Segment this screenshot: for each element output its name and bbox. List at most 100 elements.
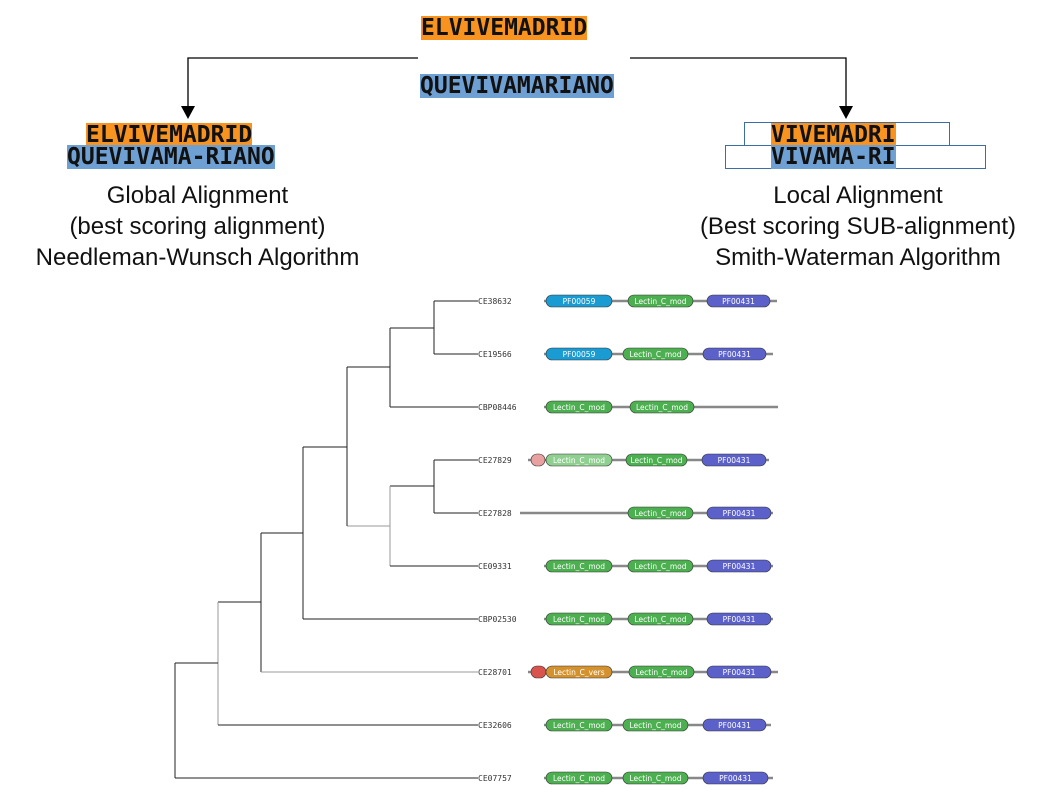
- tree-row: CE38632 PF00059 Lectin_C_mod PF00431: [478, 294, 777, 308]
- domain-label: Lectin_C_mod: [553, 403, 605, 412]
- global-aligned-sequence-b: QUEVIVAMA-RIANO: [67, 144, 275, 170]
- tree-row: CE09331 Lectin_C_mod Lectin_C_mod PF00431: [478, 559, 773, 573]
- domain-label: Lectin_C_mod: [553, 615, 605, 624]
- right-arrow-line: [630, 57, 847, 112]
- global-caption-algorithm: Needleman-Wunsch Algorithm: [35, 244, 360, 271]
- protein-domain: [622, 718, 689, 732]
- domain-label: Lectin_C_mod: [635, 297, 687, 306]
- tree-branches: [174, 300, 478, 779]
- sequence-id-label: CE28701: [478, 668, 512, 677]
- protein-domain: [545, 718, 613, 732]
- protein-domain: [629, 400, 695, 414]
- domain-label: PF00431: [722, 297, 755, 306]
- protein-domain: [545, 347, 613, 361]
- domain-label: Lectin_C_mod: [636, 403, 688, 412]
- global-alignment-caption: Global Alignment (best scoring alignment…: [0, 180, 395, 273]
- tree-row: CE07757 Lectin_C_mod Lectin_C_mod PF00431: [478, 771, 773, 785]
- domain-label: Lectin_C_mod: [630, 774, 682, 783]
- protein-domain: [622, 771, 689, 785]
- protein-domain: [627, 559, 694, 573]
- protein-domain: [627, 294, 694, 308]
- top-sequence-b: QUEVIVAMARIANO: [420, 73, 614, 99]
- global-aligned-sequence-a: ELVIVEMADRID: [86, 122, 253, 148]
- domain-label: PF00431: [723, 615, 756, 624]
- left-arrow-head: [181, 106, 195, 119]
- sequence-id-label: CE07757: [478, 774, 512, 783]
- protein-domain: [706, 559, 772, 573]
- protein-domain: [545, 665, 613, 679]
- tree-row: CE28701 Lectin_C_vers Lectin_C_mod PF00431: [478, 665, 778, 679]
- branch-arrows: [181, 57, 853, 119]
- domain-label: PF00431: [723, 668, 756, 677]
- protein-domain: [545, 559, 613, 573]
- protein-domain: [701, 453, 767, 467]
- protein-domain: [625, 453, 688, 467]
- domain-label: Lectin_C_mod: [553, 774, 605, 783]
- protein-domain: [706, 665, 772, 679]
- domain-label: Lectin_C_mod: [635, 509, 687, 518]
- domain-label: PF00059: [563, 297, 596, 306]
- domain-label: Lectin_C_mod: [630, 721, 682, 730]
- local-caption-algorithm: Smith-Waterman Algorithm: [715, 244, 1001, 271]
- domain-label: Lectin_C_mod: [636, 668, 688, 677]
- domain-label: Lectin_C_mod: [630, 350, 682, 359]
- protein-domain: [706, 294, 771, 308]
- left-arrow-line: [187, 57, 418, 112]
- protein-domain: [702, 718, 767, 732]
- local-alignment-caption: Local Alignment (Best scoring SUB-alignm…: [660, 180, 1056, 273]
- protein-domain: [622, 347, 689, 361]
- sequence-id-label: CBP08446: [478, 403, 517, 412]
- domain-label: PF00431: [718, 721, 751, 730]
- protein-domain: [702, 347, 767, 361]
- domain-label: Lectin_C_mod: [553, 562, 605, 571]
- protein-domain: [545, 612, 613, 626]
- local-aligned-sequence-b: VIVAMA-RI: [771, 144, 896, 170]
- right-arrow-head: [839, 106, 853, 119]
- local-caption-subtitle: (Best scoring SUB-alignment): [699, 213, 1017, 240]
- protein-domain: [545, 771, 613, 785]
- local-caption-title: Local Alignment: [773, 182, 943, 209]
- sequence-motif: [530, 453, 546, 467]
- domain-label: PF00431: [718, 350, 751, 359]
- sequence-id-label: CE32606: [478, 721, 512, 730]
- tree-row: CE19566 PF00059 Lectin_C_mod PF00431: [478, 347, 773, 361]
- global-caption-subtitle: (best scoring alignment): [69, 213, 326, 240]
- domain-label: Lectin_C_mod: [635, 562, 687, 571]
- tree-row: CBP02530 Lectin_C_mod Lectin_C_mod PF00431: [478, 612, 773, 626]
- sequence-id-label: CBP02530: [478, 615, 517, 624]
- protein-domain: [628, 665, 695, 679]
- protein-domain: [545, 400, 613, 414]
- protein-domain: [627, 612, 694, 626]
- domain-label: Lectin_C_mod: [553, 721, 605, 730]
- domain-label: PF00431: [723, 509, 756, 518]
- tree-row: CBP08446 Lectin_C_mod Lectin_C_mod: [478, 400, 778, 414]
- global-caption-title: Global Alignment: [106, 182, 289, 209]
- protein-domain: [545, 294, 613, 308]
- domain-label: PF00431: [723, 562, 756, 571]
- sequence-motif: [530, 665, 547, 679]
- protein-domain: [627, 506, 694, 520]
- sequence-id-label: CE19566: [478, 350, 512, 359]
- domain-label: Lectin_C_mod: [635, 615, 687, 624]
- tree-row: CE27828 Lectin_C_mod PF00431: [478, 506, 773, 520]
- protein-domain: [706, 506, 772, 520]
- domain-label: PF00059: [563, 350, 596, 359]
- protein-domain: [706, 612, 772, 626]
- tree-row: CE27829 Lectin_C_mod Lectin_C_mod PF00431: [478, 453, 769, 467]
- top-sequence-a: ELVIVEMADRID: [421, 15, 588, 41]
- tree-row: CE32606 Lectin_C_mod Lectin_C_mod PF00431: [478, 718, 771, 732]
- domain-label: Lectin_C_vers: [553, 668, 604, 677]
- protein-domain: [545, 453, 613, 467]
- local-aligned-sequence-a: VIVEMADRI: [771, 122, 896, 148]
- sequence-id-label: CE38632: [478, 297, 512, 306]
- protein-domain: [702, 771, 769, 785]
- domain-label: PF00431: [718, 456, 751, 465]
- sequence-id-label: CE09331: [478, 562, 512, 571]
- domain-label: PF00431: [719, 774, 752, 783]
- sequence-id-label: CE27828: [478, 509, 512, 518]
- domain-label: Lectin_C_mod: [553, 456, 605, 465]
- domain-label: Lectin_C_mod: [631, 456, 683, 465]
- sequence-id-label: CE27829: [478, 456, 512, 465]
